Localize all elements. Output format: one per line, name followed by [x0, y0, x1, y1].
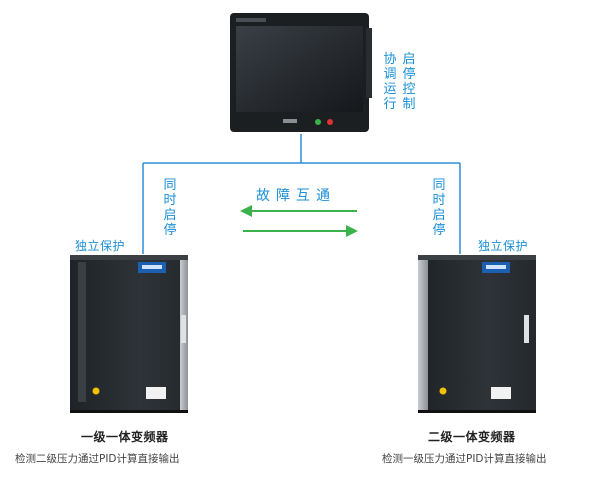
- left-cabinet-warning: [93, 388, 100, 395]
- left-sync-label: 同时启停: [163, 178, 177, 238]
- hmi-label-start-stop: 启停控制: [402, 52, 416, 112]
- hmi-green-button: [315, 119, 321, 125]
- right-cabinet-base: [418, 410, 536, 413]
- right-cabinet-badge-text: [486, 265, 506, 269]
- hmi-red-button: [327, 119, 333, 125]
- arrow-left-head: [240, 205, 252, 217]
- right-cabinet-side: [418, 255, 428, 410]
- right-protect-label: 独立保护: [478, 237, 528, 254]
- left-protect-label: 独立保护: [75, 237, 125, 254]
- left-cabinet: [70, 255, 188, 413]
- right-cabinet-top: [418, 255, 536, 260]
- right-cabinet-handle: [524, 315, 529, 343]
- right-cabinet-warning: [440, 388, 447, 395]
- left-cabinet-label: [146, 387, 166, 399]
- right-unit-title: 二级一体变频器: [428, 428, 516, 445]
- left-cabinet-body: [70, 255, 188, 410]
- hmi-brand-strip: [236, 18, 266, 22]
- left-cabinet-stripe: [78, 262, 86, 402]
- hmi-logo: [283, 119, 297, 123]
- right-cabinet: [418, 255, 536, 413]
- left-unit-title: 一级一体变频器: [81, 428, 169, 445]
- left-cabinet-base: [70, 410, 188, 413]
- right-sync-label: 同时启停: [432, 178, 446, 238]
- left-cabinet-top: [70, 255, 188, 260]
- hmi-screen: [236, 26, 363, 112]
- right-cabinet-label: [491, 387, 511, 399]
- left-cabinet-badge-text: [142, 265, 162, 269]
- right-cabinet-body: [418, 255, 536, 410]
- right-unit-subtitle: 检测一级压力通过PID计算直接输出: [382, 451, 547, 466]
- left-cabinet-handle: [181, 315, 186, 343]
- fault-arrows: [240, 205, 358, 237]
- hmi-label-coordinate: 协调运行: [383, 52, 397, 112]
- hmi-side-bracket: [366, 28, 372, 98]
- arrow-right-head: [346, 225, 358, 237]
- fault-sharing-label: 故障互通: [256, 185, 336, 205]
- left-unit-subtitle: 检测二级压力通过PID计算直接输出: [15, 451, 180, 466]
- hmi-panel: [230, 13, 372, 132]
